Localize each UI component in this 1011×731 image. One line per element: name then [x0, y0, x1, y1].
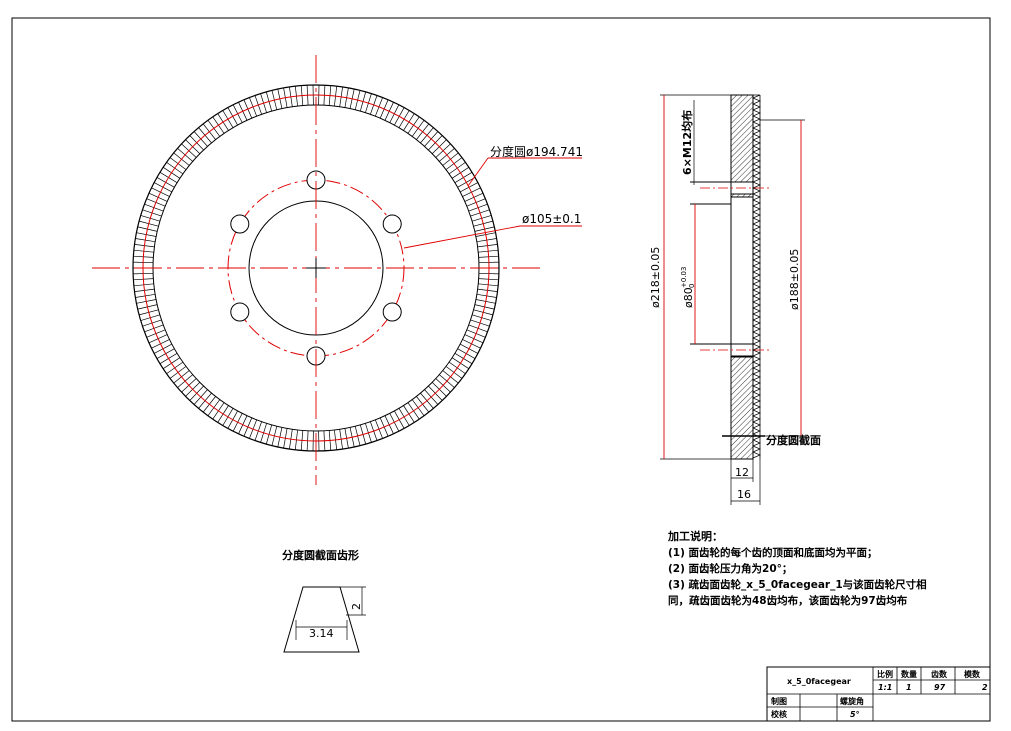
holes-label: 6×M12均布: [680, 110, 694, 175]
bolt-holes: [230, 170, 402, 366]
pitch-leader: [467, 157, 489, 187]
section-lower-body: [730, 356, 754, 460]
bolt-hole: [230, 214, 250, 234]
notes-line-4: 同，疏齿面齿轮为48齿均布，该面齿轮为97齿均布: [668, 594, 908, 607]
notes-heading: 加工说明：: [667, 529, 723, 543]
notes-line-1: (1) 面齿轮的每个齿的顶面和底面均为平面；: [668, 546, 878, 559]
outer-diameter-label: ø218±0.05: [649, 247, 662, 308]
header-module: 模数: [964, 669, 981, 679]
section-teeth: [752, 94, 761, 459]
value-scale: 1:1: [878, 683, 892, 692]
bolt-circle-label: ø105±0.1: [522, 212, 581, 226]
section-tooth-zigzag: [752, 94, 761, 459]
pitch-circle-label: 分度圆ø194.741: [490, 144, 583, 159]
section-view: ø218±0.05 ø80 +0.03 0 ø188±0.05 6×M12均布 …: [649, 94, 821, 505]
bore-label-sub: 0: [688, 284, 696, 288]
header-scale: 比例: [877, 669, 893, 679]
pitch-section-label: 分度圆截面: [766, 433, 821, 447]
tooth-height-label: 2: [350, 603, 363, 610]
header-teeth: 齿数: [931, 669, 948, 679]
title-block: x_5_0facegear 比例 数量 齿数 模数 1:1 1 97 2 制图 …: [766, 666, 991, 722]
part-name: x_5_0facegear: [787, 677, 851, 686]
drawing-frame: [11, 17, 991, 722]
tooth-profile: 分度圆截面齿形 2 3.14: [282, 548, 366, 653]
header-qty: 数量: [901, 669, 917, 679]
tooth-profile-title: 分度圆截面齿形: [282, 548, 359, 562]
drawn-label: 制图: [771, 696, 787, 706]
bore-label-sup: +0.03: [680, 267, 688, 288]
thickness-16: 16: [737, 488, 751, 501]
processing-notes: 加工说明： (1) 面齿轮的每个齿的顶面和底面均为平面； (2) 面齿轮压力角为…: [667, 529, 927, 607]
bore-label: ø80 +0.03 0: [680, 267, 696, 308]
value-qty: 1: [906, 683, 912, 692]
bore-label-main: ø80: [682, 287, 695, 308]
helix-label: 螺旋角: [840, 696, 864, 706]
bolt-hole: [382, 214, 402, 234]
tooth-width-label: 3.14: [309, 627, 334, 640]
bolt-leader: [403, 225, 521, 249]
bolt-hole: [230, 302, 250, 322]
root-diameter-label: ø188±0.05: [788, 249, 801, 310]
checked-label: 校核: [771, 709, 787, 719]
value-module: 2: [982, 683, 988, 692]
tooth-trapezoid: [283, 586, 360, 653]
front-view: 分度圆ø194.741 ø105±0.1: [92, 55, 583, 485]
helix-value: 5°: [850, 710, 860, 719]
notes-line-2: (2) 面齿轮压力角为20°；: [668, 562, 792, 575]
thickness-12: 12: [735, 466, 749, 479]
value-teeth: 97: [934, 683, 946, 692]
bolt-hole: [382, 302, 402, 322]
notes-line-3: (3) 疏齿面齿轮_x_5_0facegear_1与该面齿轮尺寸相: [668, 578, 927, 591]
